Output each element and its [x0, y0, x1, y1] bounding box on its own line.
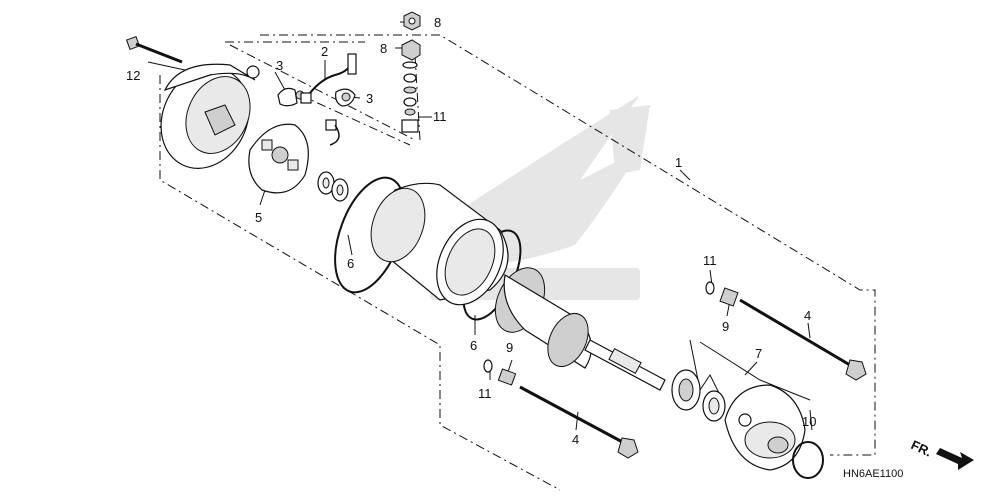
washer-part-11-upper [705, 281, 715, 295]
callout-10: 10 [802, 414, 816, 429]
brush-wire-part-2 [300, 53, 357, 146]
callout-6b: 6 [470, 338, 477, 353]
washer-set-rear [317, 171, 349, 202]
brush-holder-part-3b [335, 88, 356, 107]
washer-part-9-lower [497, 368, 517, 386]
callout-2: 2 [321, 44, 328, 59]
direction-arrow-icon [936, 448, 974, 470]
rear-cover [160, 63, 260, 169]
assembly-boundary [159, 34, 876, 491]
callout-7: 7 [755, 346, 762, 361]
leader-lines [147, 21, 813, 431]
o-ring-part-10 [792, 441, 824, 479]
bearing-front [671, 369, 701, 411]
callout-4b: 4 [572, 432, 579, 447]
front-cover [724, 384, 806, 471]
diagram-reference-code: HN6AE1100 [843, 468, 903, 480]
brush-plate-part-5 [248, 123, 309, 194]
callout-11a: 11 [433, 109, 447, 124]
callout-labels: 1 2 3 3 4 4 5 6 6 7 8 8 9 9 10 11 11 11 … [126, 15, 816, 447]
callout-8a: 8 [434, 15, 441, 30]
armature [494, 267, 666, 391]
front-direction-indicator: FR. [909, 437, 974, 470]
nut-part-8-top [403, 11, 421, 31]
callout-9b: 9 [506, 340, 513, 355]
brush-holder-part-3a [277, 87, 305, 107]
terminal-washer-stack [401, 39, 421, 133]
callout-11c: 11 [478, 386, 492, 401]
callout-4a: 4 [804, 308, 811, 323]
washer-part-9-upper [719, 287, 739, 307]
bolt-part-12 [125, 35, 183, 64]
callout-9a: 9 [722, 319, 729, 334]
washer-part-11-lower [483, 359, 493, 373]
direction-label: FR. [909, 437, 934, 459]
callout-8b: 8 [380, 41, 387, 56]
callout-5: 5 [255, 210, 262, 225]
callout-1: 1 [675, 155, 682, 170]
through-bolt-part-4-upper [739, 298, 867, 381]
motor-case-yoke [370, 182, 509, 306]
callout-11b: 11 [703, 253, 717, 268]
callout-3b: 3 [366, 91, 373, 106]
bearing-seal [702, 390, 726, 422]
callout-3a: 3 [276, 58, 283, 73]
callout-6a: 6 [347, 256, 354, 271]
callout-12: 12 [126, 68, 140, 83]
through-bolt-part-4-lower [519, 385, 639, 459]
